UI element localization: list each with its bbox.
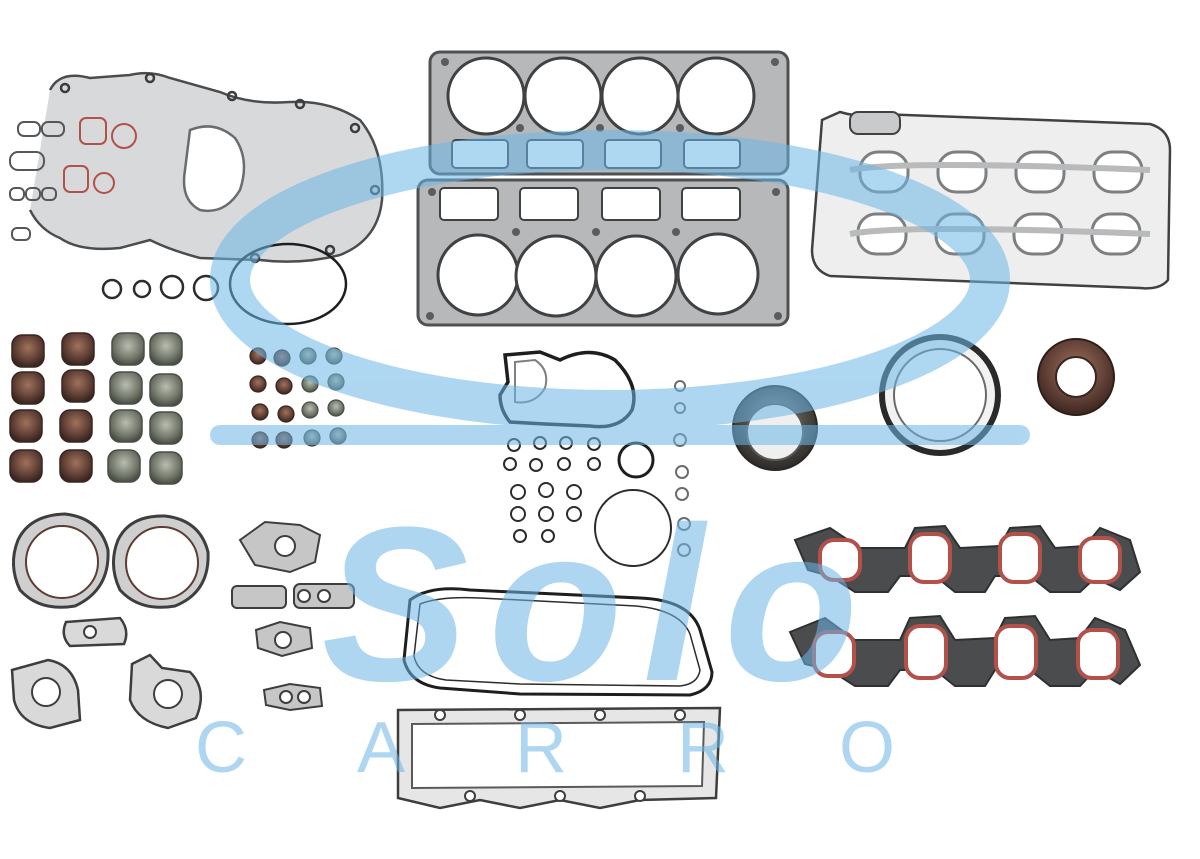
egr-flange-gaskets [231,520,355,712]
timing-cover-gasket [28,71,384,264]
brand-watermark: Solo CARRO [195,130,1030,788]
watermark-car-outline [210,130,1010,430]
watermark-brand-text: Solo [322,481,879,727]
o-ring-row [101,274,220,302]
head-gasket-lower [416,178,790,327]
intake-manifold-gasket-lower [788,614,1142,687]
round-flange-gaskets [12,512,210,609]
small-port-gaskets [9,117,137,241]
medium-o-ring [617,441,655,479]
valve-cover-gasket [402,587,714,697]
watermark-sub-text: CARRO [195,708,1005,788]
thin-o-ring [594,489,672,567]
thermostat-gaskets [10,616,203,730]
oil-pan-gasket [396,706,722,810]
front-crank-seal [1037,338,1115,416]
intake-manifold-gasket-upper [793,524,1142,593]
valve-stem-seals-large [9,332,183,485]
